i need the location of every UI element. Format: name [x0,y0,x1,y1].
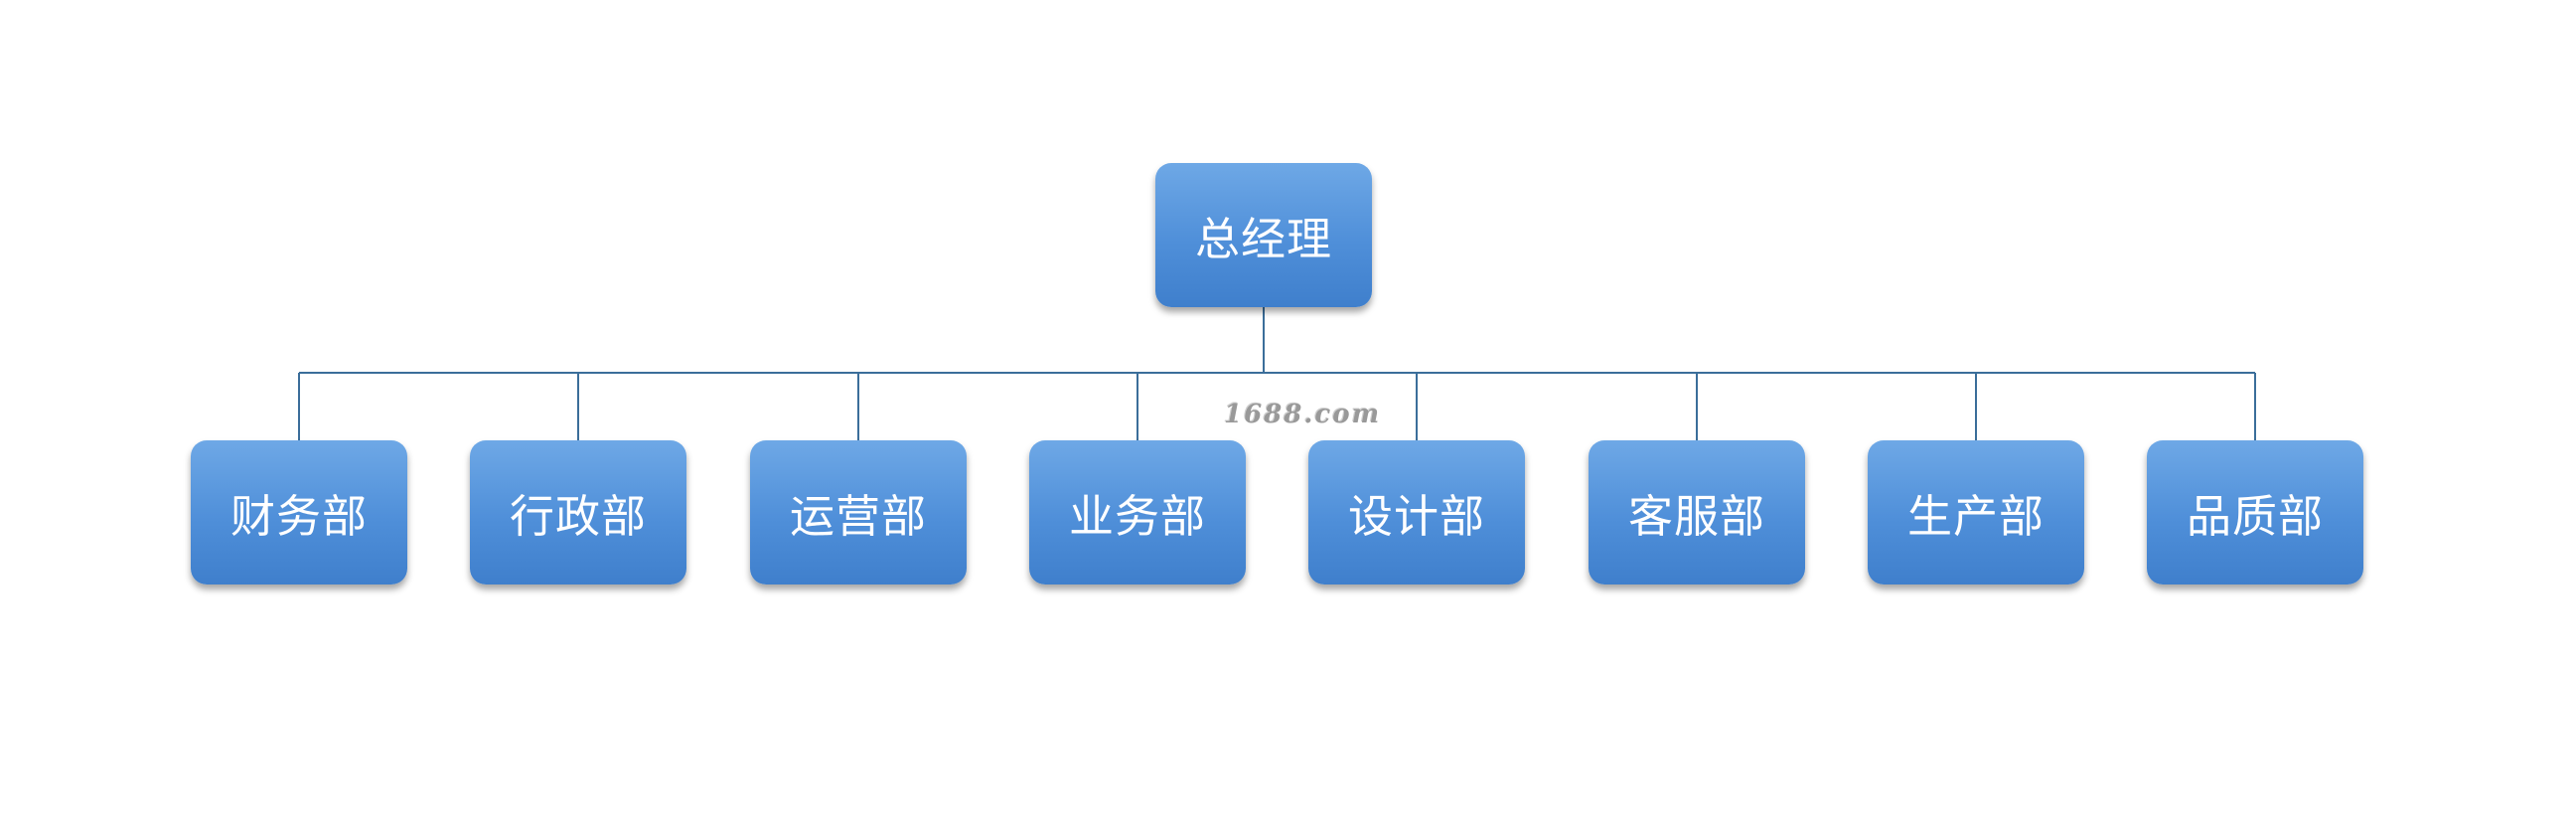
dept-node-label: 客服部 [1627,490,1765,543]
dept-node-label: 运营部 [789,490,927,543]
dept-node-customer-service[interactable]: 客服部 [1589,440,1805,584]
dept-node-label: 品质部 [2186,490,2324,543]
dept-node-finance[interactable]: 财务部 [191,440,407,584]
dept-node-administration[interactable]: 行政部 [470,440,686,584]
dept-node-operations[interactable]: 运营部 [750,440,967,584]
dept-node-label: 设计部 [1347,490,1485,543]
dept-node-label: 财务部 [229,490,368,543]
watermark: 1688.com [1224,400,1382,429]
dept-node-label: 业务部 [1068,490,1206,543]
dept-node-quality[interactable]: 品质部 [2147,440,2363,584]
dept-node-label: 行政部 [509,490,647,543]
dept-node-business[interactable]: 业务部 [1029,440,1246,584]
dept-node-label: 生产部 [1906,490,2045,543]
root-node-general-manager[interactable]: 总经理 [1155,163,1372,307]
dept-node-production[interactable]: 生产部 [1868,440,2084,584]
root-node-label: 总经理 [1194,213,1332,265]
dept-node-design[interactable]: 设计部 [1308,440,1525,584]
